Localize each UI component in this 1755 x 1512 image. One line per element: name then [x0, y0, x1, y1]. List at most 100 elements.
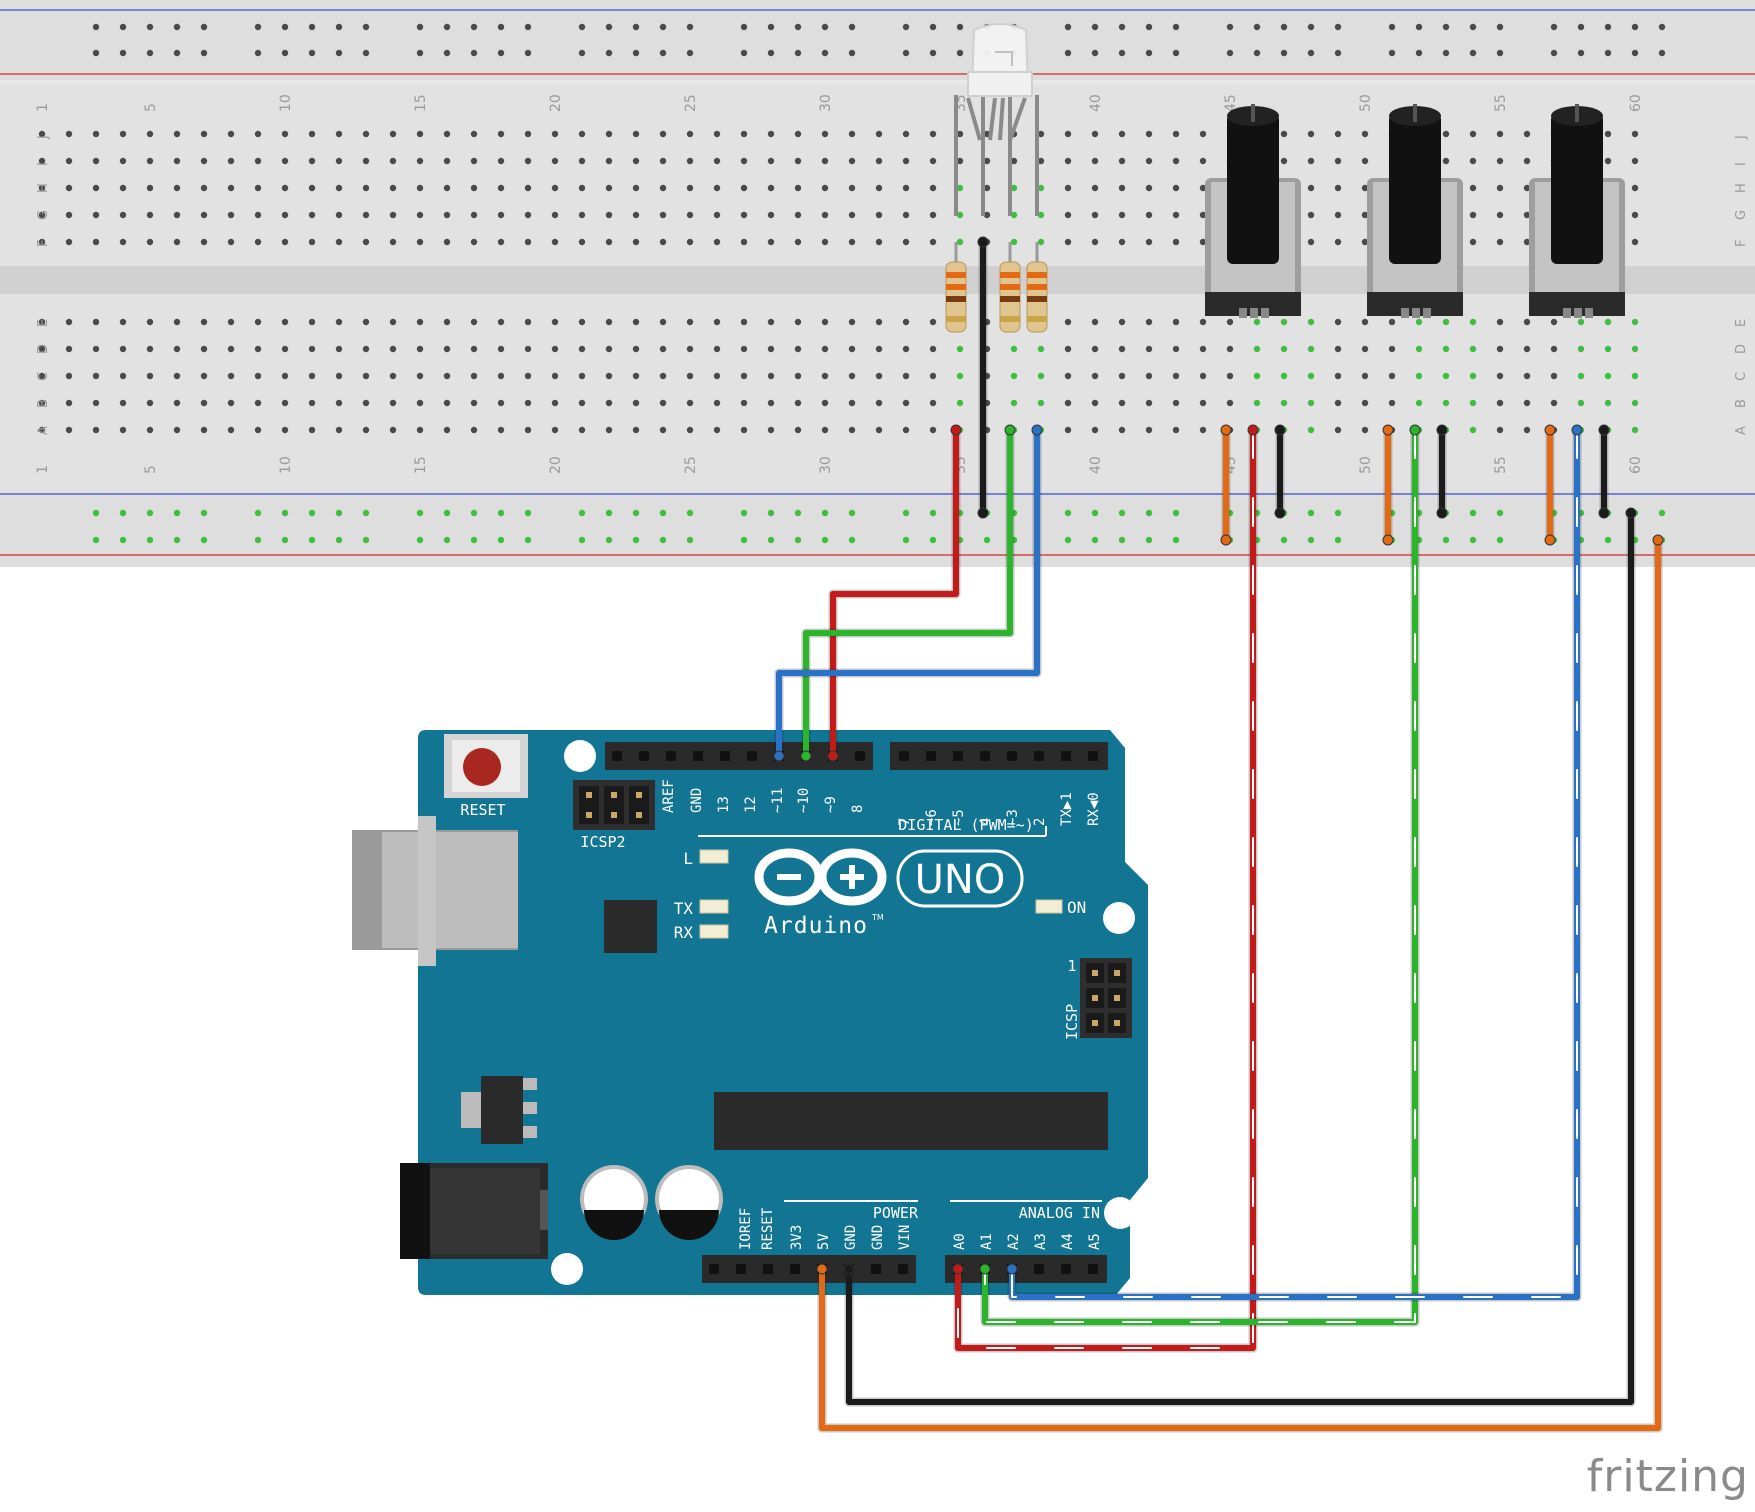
breadboard-hole[interactable] [362, 211, 370, 219]
breadboard-hole[interactable] [1253, 372, 1261, 380]
breadboard-hole[interactable] [1307, 399, 1315, 407]
power-rail-hole[interactable] [1658, 509, 1666, 517]
breadboard-hole[interactable] [632, 238, 640, 246]
power-rail-hole[interactable] [362, 509, 370, 517]
breadboard-hole[interactable] [1037, 184, 1045, 192]
breadboard-hole[interactable] [578, 426, 586, 434]
breadboard-hole[interactable] [1523, 157, 1531, 165]
wire-green-pin10[interactable] [803, 427, 1013, 759]
header-pin[interactable] [871, 1264, 881, 1274]
breadboard-hole[interactable] [713, 372, 721, 380]
breadboard-hole[interactable] [416, 157, 424, 165]
breadboard-hole[interactable] [1091, 372, 1099, 380]
breadboard-hole[interactable] [470, 157, 478, 165]
power-rail-hole[interactable] [1172, 49, 1180, 57]
breadboard-hole[interactable] [281, 318, 289, 326]
breadboard-hole[interactable] [443, 238, 451, 246]
power-rail-hole[interactable] [470, 509, 478, 517]
breadboard-hole[interactable] [119, 130, 127, 138]
breadboard-hole[interactable] [308, 130, 316, 138]
breadboard-hole[interactable] [956, 345, 964, 353]
breadboard-hole[interactable] [956, 399, 964, 407]
breadboard-hole[interactable] [92, 426, 100, 434]
breadboard-hole[interactable] [254, 318, 262, 326]
wire-endpoint[interactable] [1031, 424, 1043, 436]
breadboard-hole[interactable] [335, 184, 343, 192]
breadboard-hole[interactable] [146, 211, 154, 219]
breadboard-hole[interactable] [146, 238, 154, 246]
breadboard-hole[interactable] [1199, 345, 1207, 353]
breadboard-hole[interactable] [38, 426, 46, 434]
breadboard-hole[interactable] [227, 372, 235, 380]
power-rail-hole[interactable] [119, 509, 127, 517]
breadboard-hole[interactable] [308, 426, 316, 434]
breadboard-hole[interactable] [497, 426, 505, 434]
power-rail-hole[interactable] [1415, 49, 1423, 57]
power-rail-hole[interactable] [1307, 509, 1315, 517]
power-rail-hole[interactable] [632, 49, 640, 57]
breadboard-hole[interactable] [551, 318, 559, 326]
breadboard-hole[interactable] [1280, 399, 1288, 407]
breadboard-hole[interactable] [1064, 130, 1072, 138]
breadboard-hole[interactable] [119, 345, 127, 353]
breadboard-hole[interactable] [200, 426, 208, 434]
breadboard-hole[interactable] [200, 399, 208, 407]
breadboard-hole[interactable] [524, 157, 532, 165]
power-rail-hole[interactable] [1280, 536, 1288, 544]
breadboard-hole[interactable] [1037, 238, 1045, 246]
breadboard-hole[interactable] [929, 130, 937, 138]
breadboard-hole[interactable] [38, 130, 46, 138]
breadboard-hole[interactable] [605, 157, 613, 165]
wire-endpoint[interactable] [1004, 424, 1016, 436]
power-rail-hole[interactable] [956, 23, 964, 31]
power-rail-hole[interactable] [578, 509, 586, 517]
power-rail-hole[interactable] [146, 23, 154, 31]
breadboard-hole[interactable] [308, 372, 316, 380]
breadboard-hole[interactable] [497, 318, 505, 326]
breadboard-hole[interactable] [1118, 372, 1126, 380]
breadboard-hole[interactable] [1361, 157, 1369, 165]
breadboard-hole[interactable] [65, 372, 73, 380]
breadboard-hole[interactable] [92, 130, 100, 138]
breadboard-hole[interactable] [767, 184, 775, 192]
breadboard-hole[interactable] [1091, 399, 1099, 407]
breadboard-hole[interactable] [848, 399, 856, 407]
breadboard-hole[interactable] [308, 157, 316, 165]
breadboard-hole[interactable] [38, 399, 46, 407]
breadboard-hole[interactable] [335, 238, 343, 246]
breadboard-hole[interactable] [1631, 130, 1639, 138]
power-rail-hole[interactable] [362, 49, 370, 57]
breadboard-hole[interactable] [1361, 399, 1369, 407]
breadboard-hole[interactable] [38, 372, 46, 380]
breadboard-hole[interactable] [605, 211, 613, 219]
breadboard-hole[interactable] [956, 184, 964, 192]
breadboard-hole[interactable] [983, 184, 991, 192]
breadboard-hole[interactable] [119, 372, 127, 380]
breadboard-hole[interactable] [1145, 157, 1153, 165]
breadboard-hole[interactable] [146, 157, 154, 165]
power-rail-hole[interactable] [281, 49, 289, 57]
power-rail-hole[interactable] [1118, 49, 1126, 57]
wire-endpoint[interactable] [1274, 507, 1286, 519]
wire-endpoint[interactable] [1598, 424, 1610, 436]
breadboard-hole[interactable] [1280, 372, 1288, 380]
breadboard-hole[interactable] [686, 318, 694, 326]
breadboard-hole[interactable] [1037, 211, 1045, 219]
breadboard-hole[interactable] [1442, 345, 1450, 353]
power-rail-hole[interactable] [929, 509, 937, 517]
breadboard-hole[interactable] [1091, 184, 1099, 192]
breadboard-hole[interactable] [1496, 130, 1504, 138]
breadboard-hole[interactable] [659, 399, 667, 407]
breadboard-hole[interactable] [1334, 372, 1342, 380]
breadboard-hole[interactable] [1523, 130, 1531, 138]
header-pin[interactable] [720, 751, 730, 761]
breadboard-hole[interactable] [794, 238, 802, 246]
reset-button[interactable] [444, 734, 528, 798]
power-rail-hole[interactable] [1118, 536, 1126, 544]
breadboard-hole[interactable] [389, 238, 397, 246]
breadboard-hole[interactable] [794, 211, 802, 219]
wire-endpoint[interactable] [1409, 424, 1421, 436]
breadboard-hole[interactable] [443, 426, 451, 434]
power-rail-hole[interactable] [1496, 49, 1504, 57]
wire-endpoint[interactable] [773, 750, 785, 762]
